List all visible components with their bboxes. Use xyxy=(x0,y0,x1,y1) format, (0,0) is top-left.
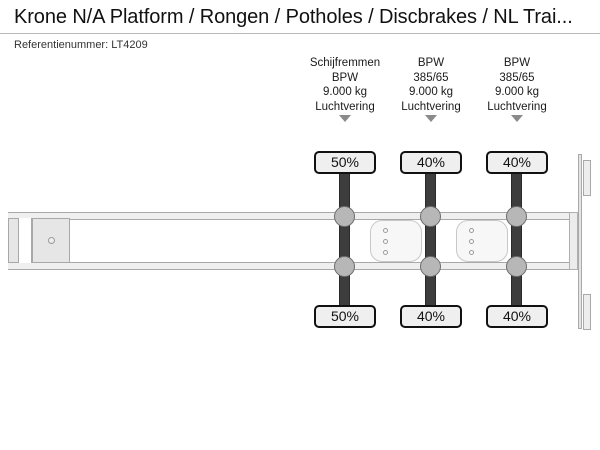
suspension-dot xyxy=(383,250,388,255)
tyre-badge-2-bottom[interactable]: 40% xyxy=(400,305,462,328)
axle-spec-2-line-3: 9.000 kg xyxy=(408,86,454,99)
axle-spec-2-line-1: BPW xyxy=(417,57,445,69)
axle-spec-1-line-2: BPW xyxy=(331,71,359,84)
reference-number: Referentienummer: LT4209 xyxy=(14,39,148,51)
suspension-panel-2 xyxy=(456,220,508,262)
header-divider xyxy=(0,33,600,34)
wheel-2-bottom xyxy=(420,256,441,277)
kingpin-circle-icon xyxy=(48,237,55,244)
axle-bar-3 xyxy=(511,166,522,321)
suspension-dot xyxy=(383,239,388,244)
rear-bumper-bar xyxy=(578,154,582,329)
suspension-dot xyxy=(469,228,474,233)
down-triangle-icon xyxy=(339,115,351,123)
suspension-dot xyxy=(383,228,388,233)
axle-spec-3-line-4: Luchtvering xyxy=(487,100,547,113)
axle-spec-3-line-1: BPW xyxy=(503,57,531,69)
rear-lamp-bottom xyxy=(583,294,591,330)
axle-spec-3-line-3: 9.000 kg xyxy=(494,86,540,99)
wheel-1-bottom xyxy=(334,256,355,277)
axle-spec-3: BPW 385/65 9.000 kg Luchtvering xyxy=(462,56,572,123)
axle-spec-3-line-2: 385/65 xyxy=(499,71,535,84)
suspension-dot xyxy=(469,250,474,255)
nose-slot xyxy=(18,218,32,263)
chassis-rail-bottom xyxy=(8,262,573,270)
axle-bar-1 xyxy=(339,166,350,321)
wheel-3-top xyxy=(506,206,527,227)
tyre-badge-3-bottom[interactable]: 40% xyxy=(486,305,548,328)
axle-spec-2: BPW 385/65 9.000 kg Luchtvering xyxy=(376,56,486,123)
page-header: Krone N/A Platform / Rongen / Potholes /… xyxy=(0,0,600,54)
tyre-badge-3-top[interactable]: 40% xyxy=(486,151,548,174)
wheel-1-top xyxy=(334,206,355,227)
down-triangle-icon xyxy=(511,115,523,123)
tyre-badge-1-top[interactable]: 50% xyxy=(314,151,376,174)
wheel-2-top xyxy=(420,206,441,227)
chassis-rail-top xyxy=(8,212,573,220)
rear-lamp-top xyxy=(583,160,591,196)
axle-spec-1: Schijfremmen BPW 9.000 kg Luchtvering xyxy=(290,56,400,123)
axle-spec-2-line-4: Luchtvering xyxy=(401,100,461,113)
axle-spec-2-line-2: 385/65 xyxy=(413,71,449,84)
wheel-3-bottom xyxy=(506,256,527,277)
tyre-badge-1-bottom[interactable]: 50% xyxy=(314,305,376,328)
axle-spec-1-line-1: Schijfremmen xyxy=(309,57,381,69)
suspension-dot xyxy=(469,239,474,244)
rear-post xyxy=(569,212,578,270)
axle-spec-1-line-4: Luchtvering xyxy=(315,100,375,113)
axle-spec-1-line-3: 9.000 kg xyxy=(322,86,368,99)
suspension-panel-1 xyxy=(370,220,422,262)
trailer-axle-diagram: Schijfremmen BPW 9.000 kg Luchtvering BP… xyxy=(0,54,600,450)
axle-bar-2 xyxy=(425,166,436,321)
down-triangle-icon xyxy=(425,115,437,123)
tyre-badge-2-top[interactable]: 40% xyxy=(400,151,462,174)
page-title: Krone N/A Platform / Rongen / Potholes /… xyxy=(14,6,573,28)
